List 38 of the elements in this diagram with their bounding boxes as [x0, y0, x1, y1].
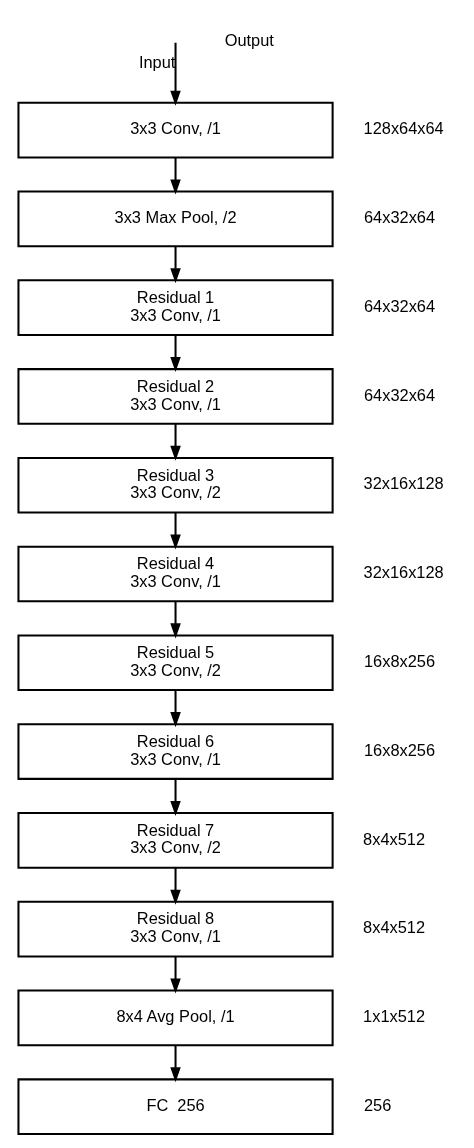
node-label: 64x32x64 — [364, 296, 436, 315]
node-box: Residual 8 3x3 Conv, /1 — [17, 900, 334, 958]
node-label: 32x16x128 — [363, 563, 444, 582]
node-box: 3x3 Max Pool, /2 — [17, 190, 334, 248]
arrow — [170, 601, 181, 639]
node-box: Residual 4 3x3 Conv, /1 — [17, 545, 334, 603]
node-label: 64x32x64 — [364, 385, 436, 404]
node-box: 3x3 Conv, /1 — [17, 101, 334, 159]
node-box: Residual 5 3x3 Conv, /2 — [17, 634, 334, 692]
arrow — [170, 335, 181, 373]
arrow — [170, 424, 181, 461]
node-box: 8x4 Avg Pool, /1 — [17, 989, 334, 1047]
node-box: Residual 3 3x3 Conv, /2 — [17, 456, 334, 514]
node-label: 128x64x64 — [363, 119, 444, 138]
arrow — [170, 246, 181, 284]
node-label: 8x4x512 — [363, 829, 426, 848]
node-label: 16x8x256 — [364, 740, 436, 759]
node-label: 256 — [364, 1095, 392, 1114]
arrow — [170, 512, 181, 550]
node-label: 8x4x512 — [363, 918, 426, 937]
arrow — [170, 1045, 181, 1083]
arrow — [170, 42, 181, 106]
arrow — [170, 779, 181, 816]
node-label: 32x16x128 — [363, 474, 444, 493]
node-box: FC 256 — [17, 1078, 334, 1136]
node-box: Residual 6 3x3 Conv, /1 — [17, 723, 334, 780]
arrow — [170, 157, 181, 195]
node-label: 64x32x64 — [364, 208, 436, 227]
node-box: Residual 1 3x3 Conv, /1 — [17, 279, 334, 336]
arrow — [170, 868, 181, 905]
label: Output — [224, 30, 274, 49]
arrow — [170, 690, 181, 728]
edge-label: Input — [138, 53, 176, 72]
node-label: 1x1x512 — [363, 1007, 426, 1026]
node-box: Residual 7 3x3 Conv, /2 — [17, 812, 334, 869]
arrow — [170, 956, 181, 994]
node-box: Residual 2 3x3 Conv, /1 — [17, 368, 334, 425]
node-label: 16x8x256 — [364, 652, 436, 671]
